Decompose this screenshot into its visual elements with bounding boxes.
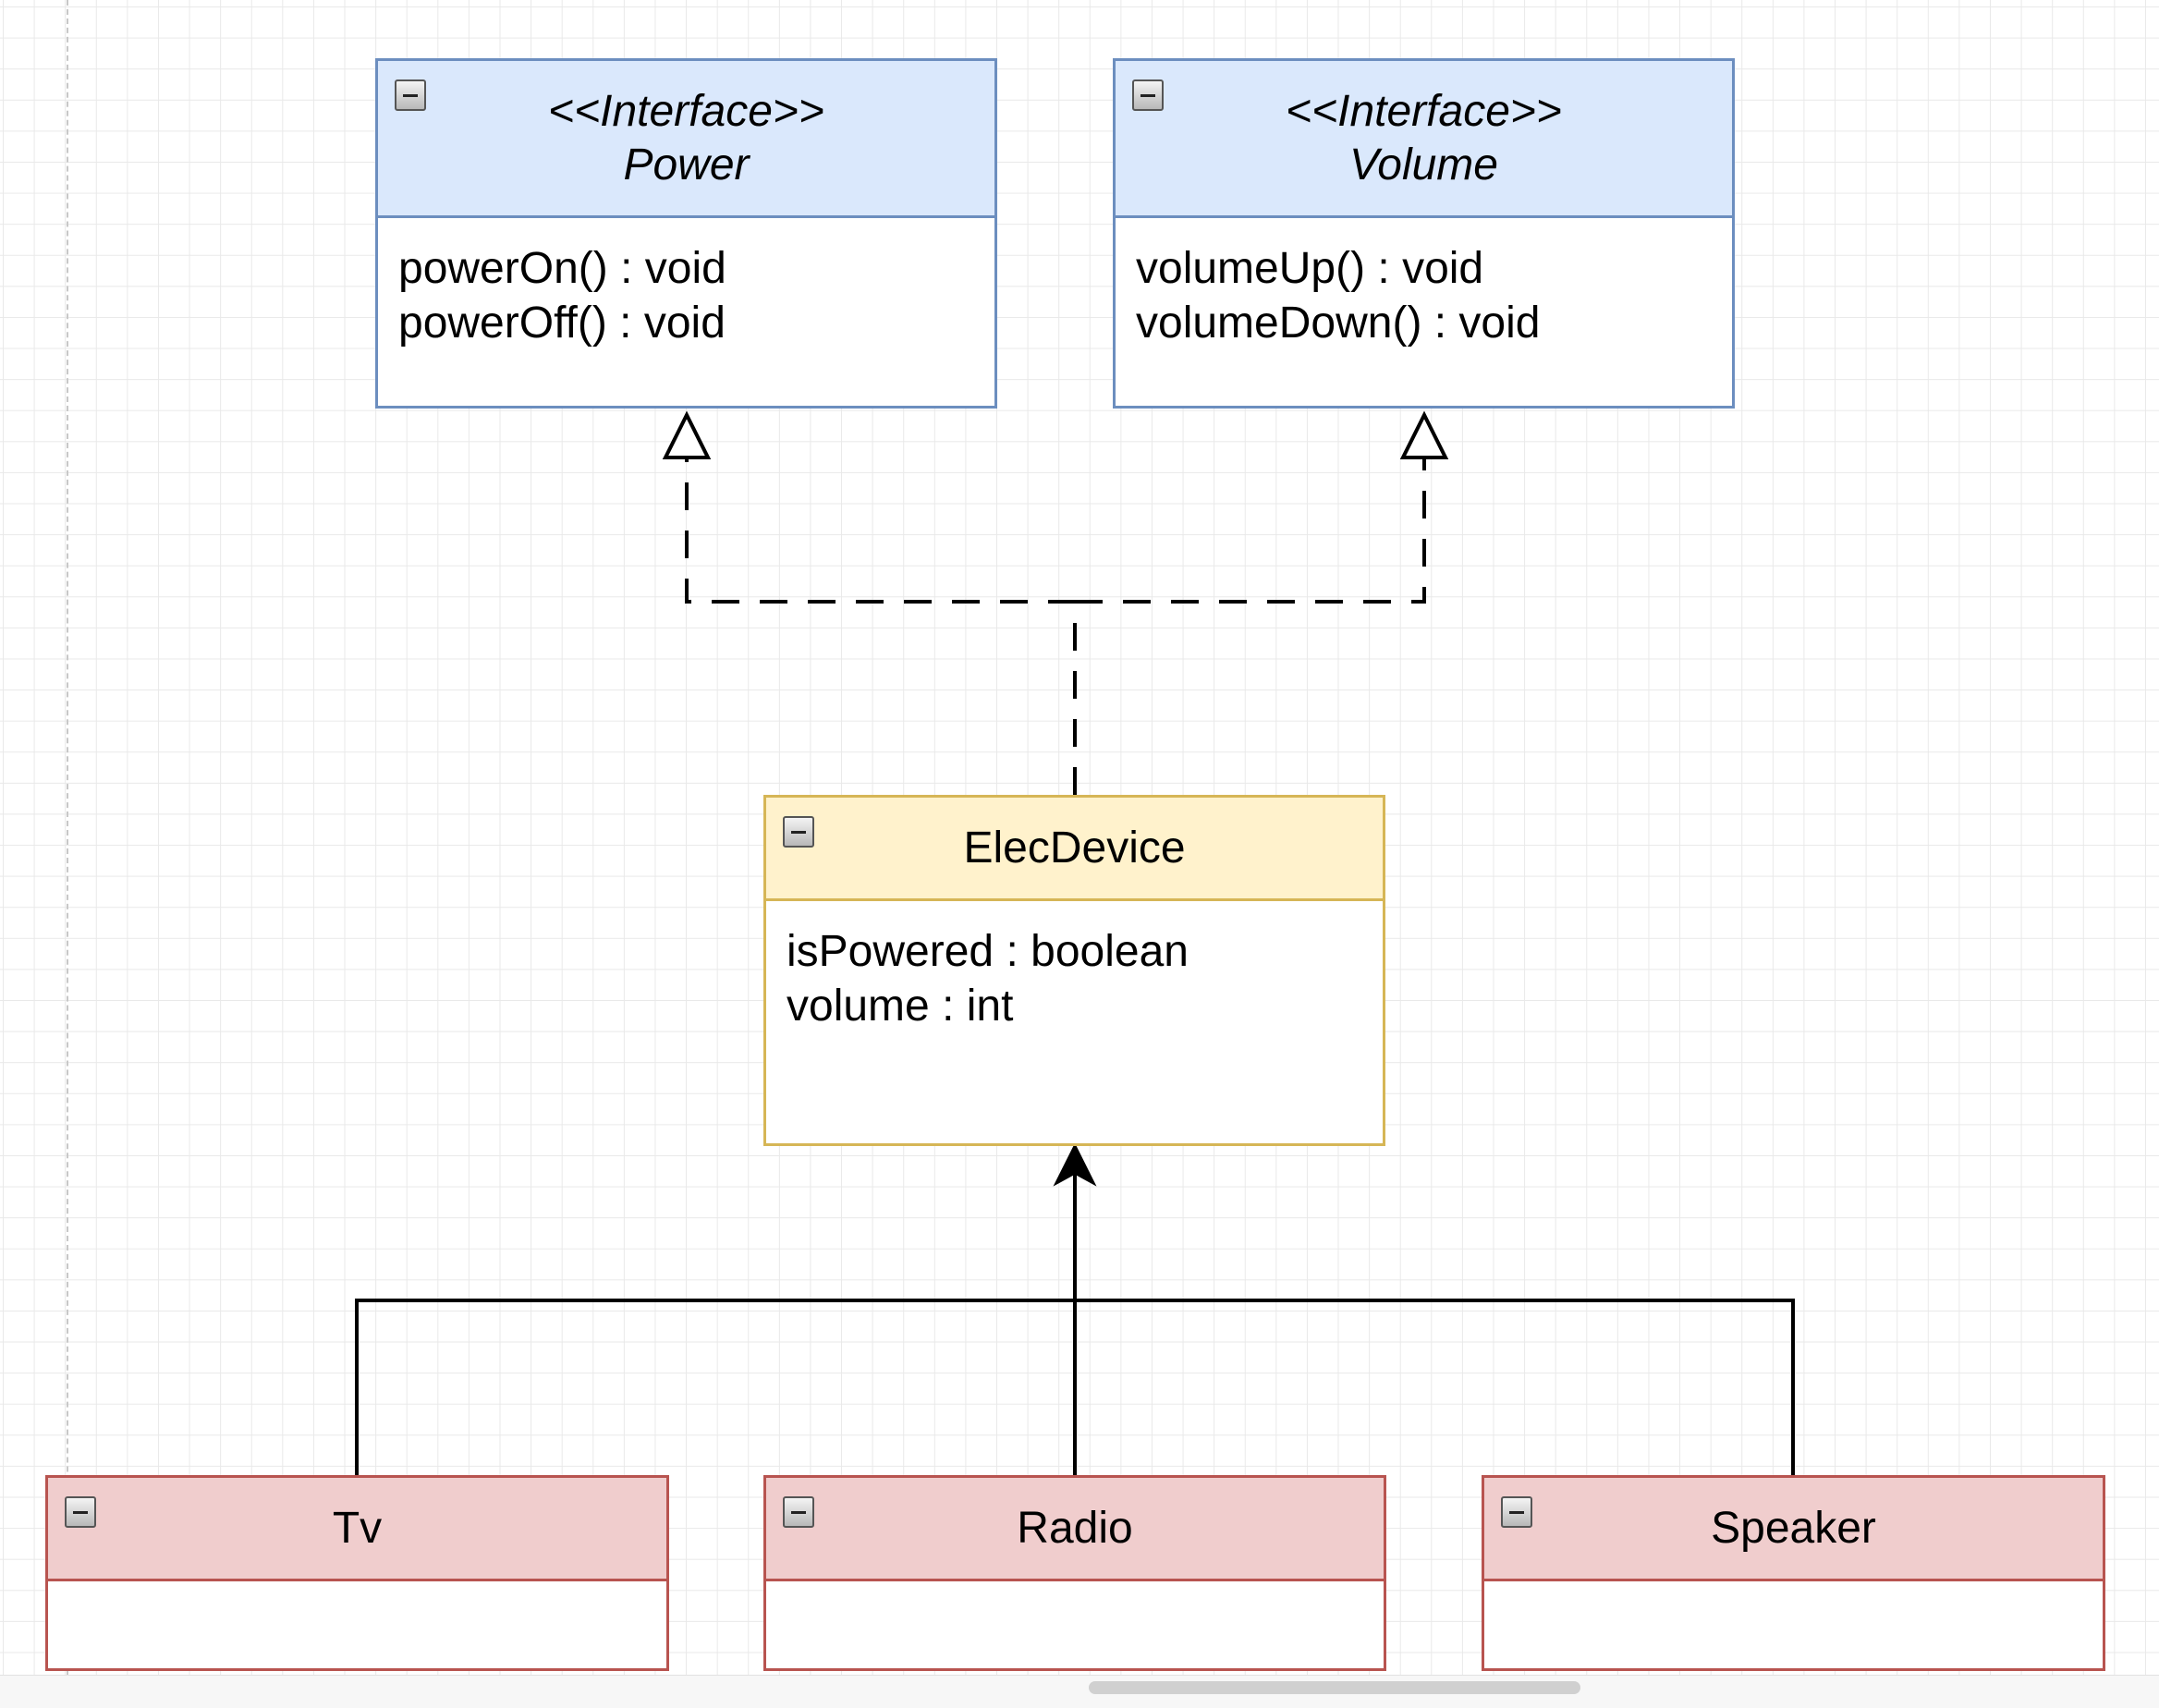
class-radio[interactable]: Radio	[763, 1475, 1386, 1671]
class-radio-body	[766, 1579, 1384, 1668]
class-radio-header[interactable]: Radio	[766, 1478, 1384, 1581]
class-speaker-name: Speaker	[1711, 1503, 1876, 1553]
collapse-minus-icon[interactable]	[783, 1496, 814, 1528]
horizontal-scrollbar-track[interactable]	[0, 1675, 2159, 1708]
interface-volume-name: Volume	[1349, 140, 1498, 189]
member-poweron[interactable]: powerOn() : void	[398, 244, 726, 293]
interface-power-stereotype: <<Interface>>	[548, 86, 824, 136]
class-tv-name: Tv	[332, 1503, 383, 1553]
page-boundary-guide	[67, 0, 68, 1675]
generalization-arrowhead-elecdevice	[1053, 1142, 1097, 1187]
attribute-ispowered[interactable]: isPowered : boolean	[787, 927, 1189, 976]
member-volumedown[interactable]: volumeDown() : void	[1136, 299, 1541, 348]
interface-volume-header[interactable]: <<Interface>> Volume	[1116, 61, 1732, 218]
class-speaker-header[interactable]: Speaker	[1484, 1478, 2103, 1581]
class-tv[interactable]: Tv	[45, 1475, 669, 1671]
interface-power[interactable]: <<Interface>> Power powerOn() : void pow…	[375, 58, 997, 409]
interface-power-members: powerOn() : void powerOff() : void	[378, 215, 994, 406]
collapse-minus-icon[interactable]	[65, 1496, 96, 1528]
interface-volume-stereotype: <<Interface>>	[1286, 86, 1562, 136]
attribute-volume[interactable]: volume : int	[787, 982, 1014, 1031]
interface-power-name: Power	[623, 140, 750, 189]
realization-connector-volume[interactable]	[1075, 458, 1426, 604]
interface-volume[interactable]: <<Interface>> Volume volumeUp() : void v…	[1113, 58, 1735, 409]
class-elecdevice[interactable]: ElecDevice isPowered : boolean volume : …	[763, 795, 1385, 1146]
collapse-minus-icon[interactable]	[1501, 1496, 1532, 1528]
member-volumeup[interactable]: volumeUp() : void	[1136, 244, 1484, 293]
class-elecdevice-header[interactable]: ElecDevice	[766, 798, 1383, 901]
member-poweroff[interactable]: powerOff() : void	[398, 299, 726, 348]
realization-arrowhead-power	[662, 410, 712, 459]
collapse-minus-icon[interactable]	[1132, 79, 1164, 111]
class-tv-header[interactable]: Tv	[48, 1478, 666, 1581]
collapse-minus-icon[interactable]	[395, 79, 426, 111]
class-tv-body	[48, 1579, 666, 1668]
horizontal-scrollbar-thumb[interactable]	[1089, 1681, 1580, 1694]
realization-arrowhead-volume	[1399, 410, 1449, 459]
generalization-connector-tv[interactable]	[355, 1299, 1075, 1475]
class-elecdevice-name: ElecDevice	[963, 823, 1186, 872]
realization-connector-power[interactable]	[685, 458, 1077, 795]
interface-power-header[interactable]: <<Interface>> Power	[378, 61, 994, 218]
class-speaker-body	[1484, 1579, 2103, 1668]
class-radio-name: Radio	[1017, 1503, 1133, 1553]
collapse-minus-icon[interactable]	[783, 816, 814, 848]
generalization-connector-speaker[interactable]	[1075, 1299, 1795, 1475]
class-elecdevice-attributes: isPowered : boolean volume : int	[766, 898, 1383, 1143]
class-speaker[interactable]: Speaker	[1482, 1475, 2105, 1671]
interface-volume-members: volumeUp() : void volumeDown() : void	[1116, 215, 1732, 406]
